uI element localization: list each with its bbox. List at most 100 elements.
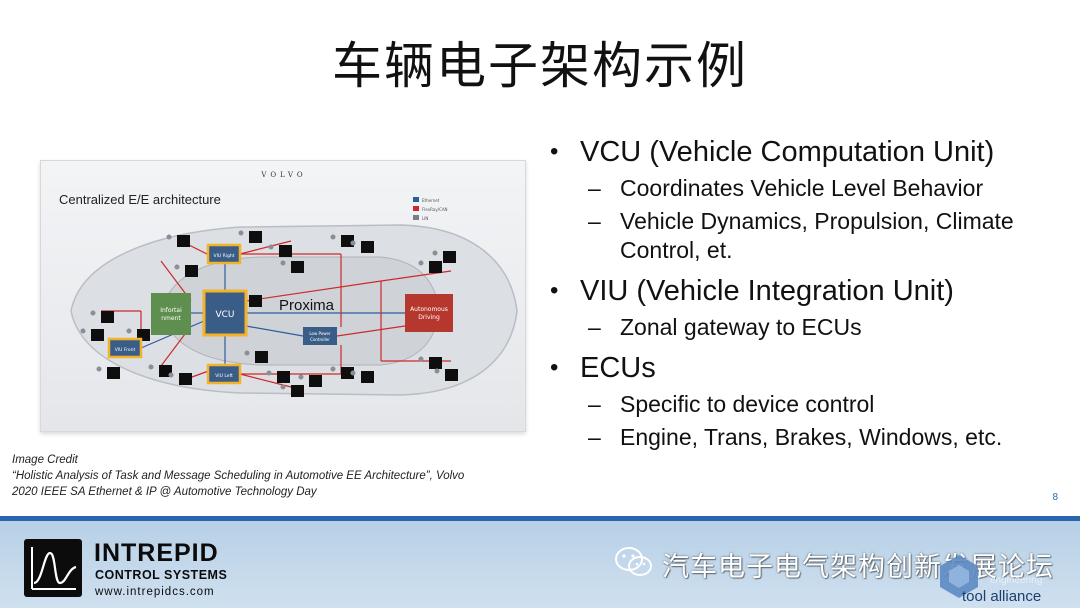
sensor-node [280, 384, 286, 390]
sensor-node [80, 328, 86, 334]
sensor-node [90, 310, 96, 316]
ecu-node [277, 371, 290, 383]
viu-right-label: VIU Right [214, 253, 235, 259]
ecu-node [185, 265, 198, 277]
sensor-node [266, 370, 272, 376]
bullet-text: ECUs [580, 352, 656, 384]
page-number: 8 [1052, 492, 1058, 503]
footer-bar: INTREPID CONTROL SYSTEMS www.intrepidcs.… [0, 516, 1080, 608]
ecu-node [177, 235, 190, 247]
sensor-node [96, 366, 102, 372]
low-power-label-1: Low Power [309, 331, 331, 336]
viu-right-block [206, 243, 242, 265]
intrepid-logo-icon [24, 539, 82, 597]
ecu-node [361, 241, 374, 253]
bullet-marker: • [550, 277, 559, 304]
ecu-node [429, 261, 442, 273]
sensor-node [418, 260, 424, 266]
credit-label: Image Credit [12, 454, 78, 466]
ecu-node [249, 295, 262, 307]
ecu-node [91, 329, 104, 341]
sensor-node [350, 370, 356, 376]
architecture-diagram: VOLVO Centralized E/E architecture Ether… [59, 171, 518, 397]
wire [336, 325, 406, 337]
viu-front-label: VIU Front [115, 347, 136, 353]
proxima-overlay-label: Proxima [279, 297, 335, 314]
credit-line-1: “Holistic Analysis of Task and Message S… [12, 470, 465, 482]
legend-can-swatch [413, 206, 419, 211]
sensor-node [268, 244, 274, 250]
legend-lin-swatch [413, 215, 419, 220]
sensor-node [330, 366, 336, 372]
viu-front-block [107, 337, 143, 359]
ecu-node [179, 373, 192, 385]
legend-can: FlexRay/CAN [422, 207, 448, 212]
legend-ethernet-swatch [413, 197, 419, 202]
sensor-node [148, 364, 154, 370]
sub-marker: – [588, 391, 601, 417]
sensor-node [126, 328, 132, 334]
sub-list: –Zonal gateway to ECUs [548, 313, 1068, 342]
wire-group [101, 240, 452, 388]
sensor-node [298, 374, 304, 380]
company-url: www.intrepidcs.com [95, 586, 215, 598]
viu-left-label: VIU Left [215, 373, 233, 379]
bullet-text: VIU (Vehicle Integration Unit) [580, 275, 954, 307]
sub-list: –Specific to device control –Engine, Tra… [548, 390, 1068, 452]
node-group [80, 230, 458, 397]
architecture-figure: VOLVO Centralized E/E architecture Ether… [40, 160, 526, 432]
ecu-node [445, 369, 458, 381]
bullet-item: • VIU (Vehicle Integration Unit) [548, 273, 1068, 309]
sensor-node [244, 350, 250, 356]
company-name: INTREPID [94, 539, 219, 567]
bullet-group: • VIU (Vehicle Integration Unit) –Zonal … [548, 273, 1068, 342]
bullet-item: • VCU (Vehicle Computation Unit) [548, 134, 1068, 170]
ecu-node [101, 311, 114, 323]
bullet-item: • ECUs [548, 350, 1068, 386]
sensor-node [168, 372, 174, 378]
vcu-block [202, 289, 248, 337]
sub-marker: – [588, 175, 601, 201]
wire [239, 240, 292, 255]
sub-text: Engine, Trans, Brakes, Windows, etc. [620, 424, 1003, 450]
ecu-node [279, 245, 292, 257]
brand-label: VOLVO [260, 171, 306, 179]
sensor-node [350, 240, 356, 246]
viu-left-block [206, 363, 242, 385]
bullet-list: • VCU (Vehicle Computation Unit) –Coordi… [548, 126, 1068, 458]
infotainment-label-1: Infortai [160, 307, 182, 314]
vcu-label: VCU [215, 310, 234, 320]
ecu-node [429, 357, 442, 369]
sensor-node [280, 260, 286, 266]
sub-marker: – [588, 208, 601, 234]
ecu-node [255, 351, 268, 363]
autonomous-label-1: Autonomous [410, 306, 448, 313]
wire [245, 280, 382, 302]
ecu-node [443, 251, 456, 263]
figure-heading: Centralized E/E architecture [59, 192, 221, 207]
credit-line-2: 2020 IEEE SA Ethernet & IP @ Automotive … [12, 486, 317, 498]
sub-marker: – [588, 314, 601, 340]
watermark-text: 汽车电子电气架构创新发展论坛 [662, 552, 1054, 583]
tool-alliance-logo-icon [940, 555, 978, 598]
legend-ethernet: Ethernet [422, 198, 440, 203]
sensor-node [166, 234, 172, 240]
tool-alliance-name: tool alliance [962, 588, 1042, 605]
autonomous-block [405, 294, 453, 332]
sub-text: Coordinates Vehicle Level Behavior [620, 175, 984, 201]
tool-alliance-tagline: engineering [990, 575, 1043, 586]
ecu-node [341, 367, 354, 379]
bullet-text: VCU (Vehicle Computation Unit) [580, 136, 995, 168]
legend-lin: LIN [422, 216, 428, 221]
company-subtitle: CONTROL SYSTEMS [95, 568, 228, 582]
sub-text: Zonal gateway to ECUs [620, 314, 862, 340]
bullet-marker: • [550, 354, 559, 381]
image-credit: Image Credit “Holistic Analysis of Task … [12, 452, 532, 500]
slide-title: 车辆电子架构示例 [332, 37, 748, 95]
ecu-node [361, 371, 374, 383]
ecu-node [249, 231, 262, 243]
ecu-node [309, 375, 322, 387]
wechat-icon [615, 547, 652, 576]
sub-item: –Specific to device control [548, 390, 1068, 419]
bullet-group: • ECUs –Specific to device control –Engi… [548, 350, 1068, 452]
